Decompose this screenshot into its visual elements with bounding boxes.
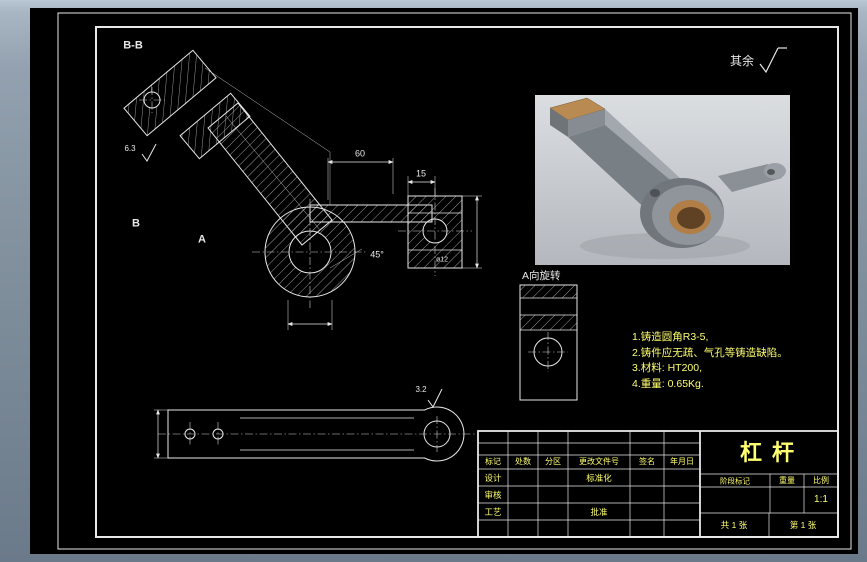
rotated-view-a	[519, 284, 578, 401]
tb-scale-value: 1:1	[814, 494, 828, 505]
tb-scale: 比例	[813, 476, 829, 485]
tb-sheets-total: 共 1 张	[720, 519, 748, 530]
rotated-view-label: A向旋转	[522, 270, 561, 282]
dim-60: 60	[354, 148, 366, 159]
dim-45deg: 45°	[370, 249, 384, 260]
note-line-3: 3.材料: HT200,	[632, 362, 703, 374]
tb-approve: 批准	[590, 506, 608, 517]
note-line-2: 2.铸件应无疏、气孔等铸造缺陷。	[632, 346, 788, 359]
tb-standardize: 标准化	[586, 472, 612, 483]
tb-weight: 重量	[779, 476, 795, 485]
note-line-1: 1.铸造圆角R3-5,	[632, 331, 709, 343]
technical-notes: 1.铸造圆角R3-5, 2.铸件应无疏、气孔等铸造缺陷。 3.材料: HT200…	[632, 330, 788, 392]
roughness-3-2: 3.2	[415, 385, 427, 394]
dim-15: 15	[415, 168, 427, 179]
note-line-4: 4.重量: 0.65Kg.	[632, 377, 704, 390]
tb-col-date: 年月日	[670, 457, 694, 466]
main-view	[204, 67, 433, 308]
drawing-linework	[57, 12, 852, 550]
tb-check: 审核	[484, 489, 502, 500]
dim-dia12: ø12	[435, 256, 449, 264]
tb-process: 工艺	[484, 506, 502, 517]
surface-rest-label: 其余	[730, 54, 755, 68]
section-view-right	[398, 188, 472, 276]
datum-label-b: B	[132, 217, 140, 230]
roughness-6-3: 6.3	[124, 144, 136, 153]
roughness-symbol	[759, 47, 787, 74]
tb-stage-mark: 阶段标记	[720, 476, 750, 486]
tb-col-zone: 分区	[545, 457, 561, 466]
tb-sheet-number: 第 1 张	[789, 519, 817, 530]
tb-col-sign: 签名	[639, 457, 655, 466]
drawing-canvas[interactable]: B-B B A 其余 A向旋转 60 15 45° ø12 6.3 3.2 1.…	[30, 8, 858, 554]
tb-design: 设计	[484, 472, 502, 483]
bottom-view	[154, 388, 478, 462]
dimension-lines	[141, 143, 482, 330]
tb-part-name: 杠杆	[739, 440, 805, 465]
sheet-frame	[57, 12, 852, 550]
section-label-bb: B-B	[123, 39, 143, 52]
tb-col-mark: 标记	[485, 457, 501, 466]
tb-col-count: 处数	[515, 457, 531, 466]
title-block-grid	[477, 430, 839, 538]
datum-label-a: A	[198, 233, 206, 246]
tb-col-change-doc: 更改文件号	[579, 457, 619, 466]
render-3d	[535, 95, 790, 265]
